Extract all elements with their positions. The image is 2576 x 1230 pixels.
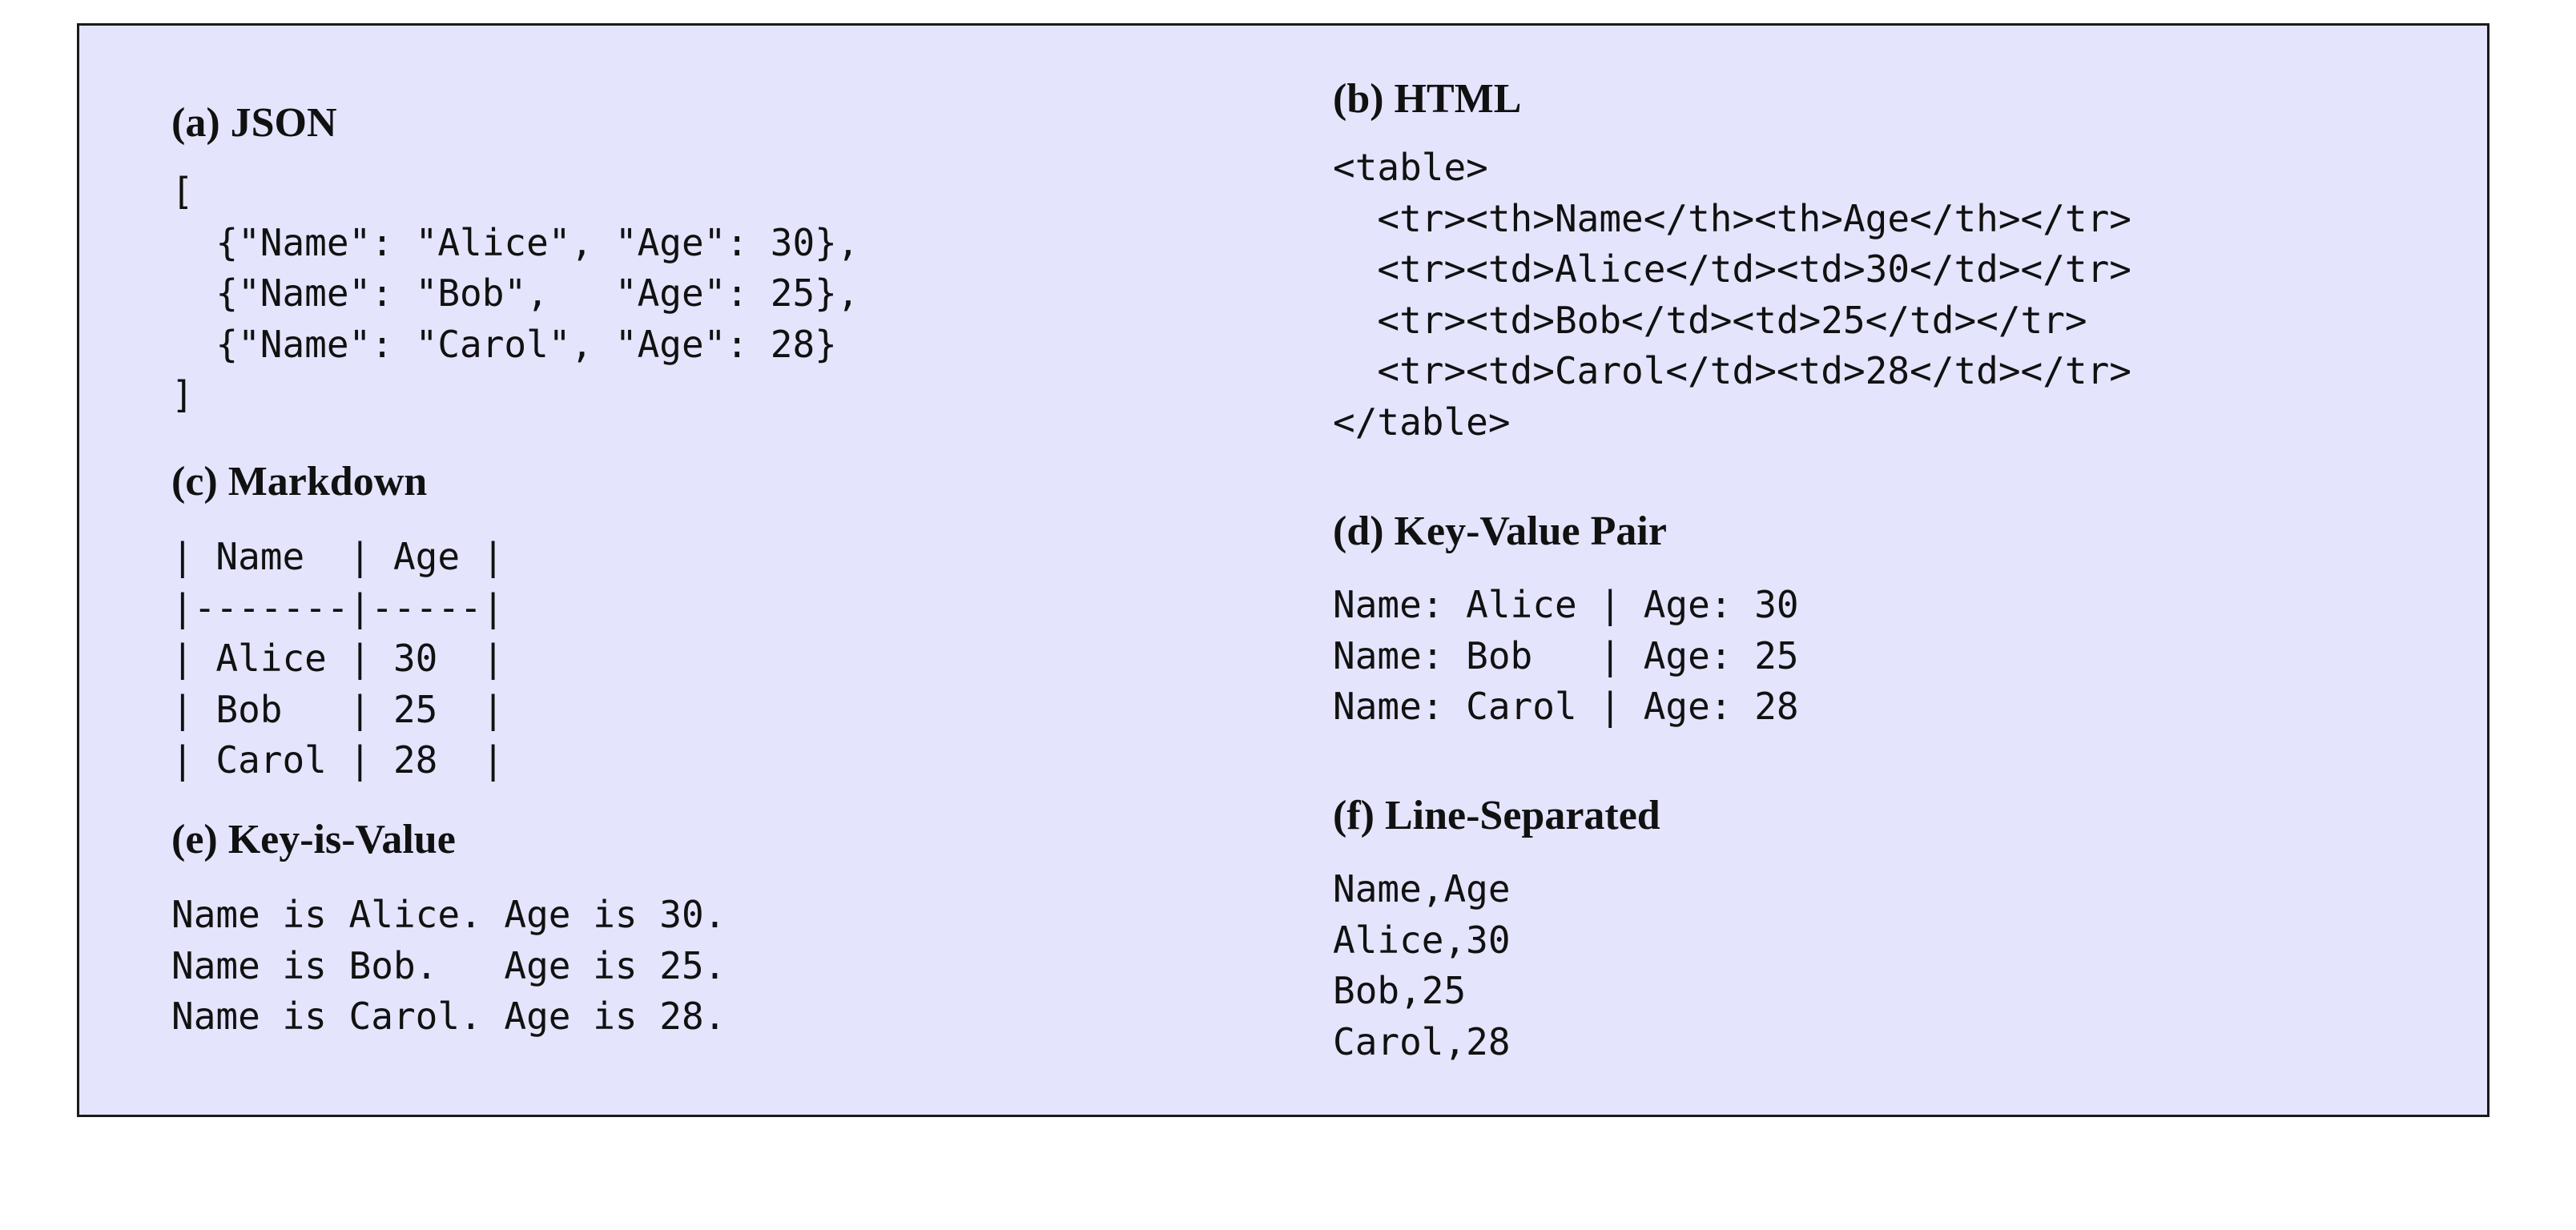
section-json-heading: (a) JSON xyxy=(171,100,337,146)
code-line: <tr><td>Bob</td><td>25</td></tr> xyxy=(1333,298,2087,342)
code-line: | Carol | 28 | xyxy=(171,738,505,782)
code-line: {"Name": "Bob", "Age": 25}, xyxy=(171,271,859,315)
section-key-is-value: (e) Key-is-Value Name is Alice. Age is 3… xyxy=(171,814,726,1043)
code-line: [ xyxy=(171,170,194,213)
figure-panel: (a) JSON [ {"Name": "Alice", "Age": 30},… xyxy=(77,23,2489,1117)
code-line: | Bob | 25 | xyxy=(171,687,505,731)
code-line: {"Name": "Carol", "Age": 28} xyxy=(171,322,837,366)
section-html-heading: (b) HTML xyxy=(1333,76,1522,122)
code-line: {"Name": "Alice", "Age": 30}, xyxy=(171,220,859,264)
code-line: Name is Bob. Age is 25. xyxy=(171,943,727,987)
code-line: Name: Alice | Age: 30 xyxy=(1333,583,1799,626)
code-line: Name,Age xyxy=(1333,867,1511,910)
section-key-value: (d) Key-Value Pair Name: Alice | Age: 30… xyxy=(1333,506,1799,733)
section-line-separated-heading: (f) Line-Separated xyxy=(1333,793,1660,838)
code-line: <tr><td>Carol</td><td>28</td></tr> xyxy=(1333,349,2131,392)
section-json-code: [ {"Name": "Alice", "Age": 30}, {"Name":… xyxy=(171,167,859,421)
section-key-is-value-heading: (e) Key-is-Value xyxy=(171,817,456,862)
section-markdown-heading: (c) Markdown xyxy=(171,459,428,504)
section-key-is-value-code: Name is Alice. Age is 30. Name is Bob. Ag… xyxy=(171,890,726,1043)
section-json: (a) JSON [ {"Name": "Alice", "Age": 30},… xyxy=(171,98,859,421)
code-line: Alice,30 xyxy=(1333,918,1511,962)
code-line: Bob,25 xyxy=(1333,969,1467,1012)
code-line: <table> xyxy=(1333,146,1488,189)
code-line: Name: Carol | Age: 28 xyxy=(1333,685,1799,728)
code-line: ] xyxy=(171,373,194,416)
code-line: |-------|-----| xyxy=(171,585,505,629)
code-line: <tr><th>Name</th><th>Age</th></tr> xyxy=(1333,196,2131,240)
code-line: Carol,28 xyxy=(1333,1019,1511,1063)
code-line: <tr><td>Alice</td><td>30</td></tr> xyxy=(1333,247,2131,291)
code-line: Name is Alice. Age is 30. xyxy=(171,893,727,936)
section-html-code: <table> <tr><th>Name</th><th>Age</th></t… xyxy=(1333,143,2131,448)
section-key-value-heading: (d) Key-Value Pair xyxy=(1333,508,1667,554)
section-markdown-code: | Name | Age | |-------|-----| | Alice | 3… xyxy=(171,532,504,786)
section-html: (b) HTML <table> <tr><th>Name</th><th>Ag… xyxy=(1333,74,2131,448)
code-line: | Name | Age | xyxy=(171,535,505,578)
section-key-value-code: Name: Alice | Age: 30 Name: Bob | Age: 25… xyxy=(1333,580,1799,733)
section-markdown: (c) Markdown | Name | Age | |-------|----… xyxy=(171,456,504,786)
code-line: | Alice | 30 | xyxy=(171,637,505,680)
code-line: Name is Carol. Age is 28. xyxy=(171,995,727,1038)
code-line: </table> xyxy=(1333,400,1511,444)
code-line: Name: Bob | Age: 25 xyxy=(1333,633,1799,677)
